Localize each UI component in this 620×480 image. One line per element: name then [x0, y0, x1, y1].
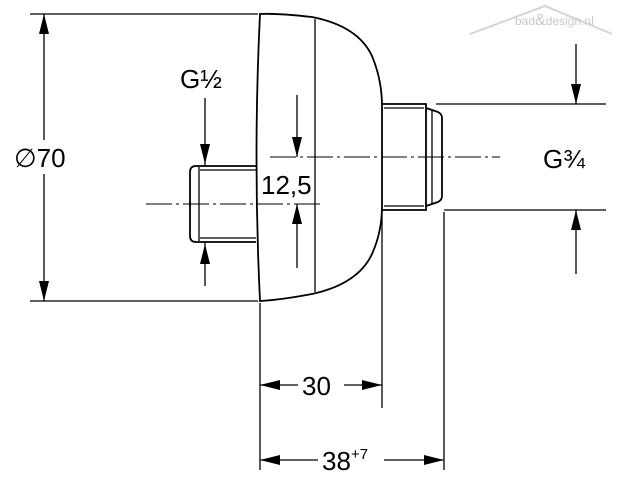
diameter-symbol: ∅	[14, 143, 37, 173]
svg-text:G½: G½	[180, 64, 222, 94]
watermark-logo: bad&design.nl	[469, 4, 613, 35]
watermark-brand-amp: &	[535, 12, 546, 29]
center-lines	[146, 156, 500, 205]
offset-value: 12,5	[261, 170, 312, 200]
outlet-thread-dimension: G¾	[436, 44, 606, 274]
outlet-thread-letter: G	[543, 144, 563, 174]
svg-text:∅70: ∅70	[14, 143, 66, 173]
inlet-thread-size: ½	[200, 64, 222, 94]
depth-value: 30	[302, 371, 331, 401]
diameter-value: 70	[37, 143, 66, 173]
svg-text:G¾: G¾	[543, 144, 585, 174]
offset-dimension: 12,5	[259, 95, 313, 268]
watermark-brand-left: bad	[515, 14, 535, 28]
watermark-brand-right: design.nl	[546, 14, 594, 28]
inlet-thread-letter: G	[180, 64, 200, 94]
outlet-thread-size: ¾	[563, 144, 585, 174]
svg-text:bad&design.nl: bad&design.nl	[515, 12, 594, 29]
total-length-dimension: 38 +7	[260, 212, 445, 476]
diameter-dimension: ∅70	[10, 13, 258, 302]
total-length-tolerance: +7	[351, 446, 368, 463]
total-length-value: 38	[322, 446, 351, 476]
wall-connector-body	[255, 12, 383, 302]
depth-dimension: 30	[259, 214, 383, 470]
inlet-thread-label: G½	[180, 64, 222, 286]
